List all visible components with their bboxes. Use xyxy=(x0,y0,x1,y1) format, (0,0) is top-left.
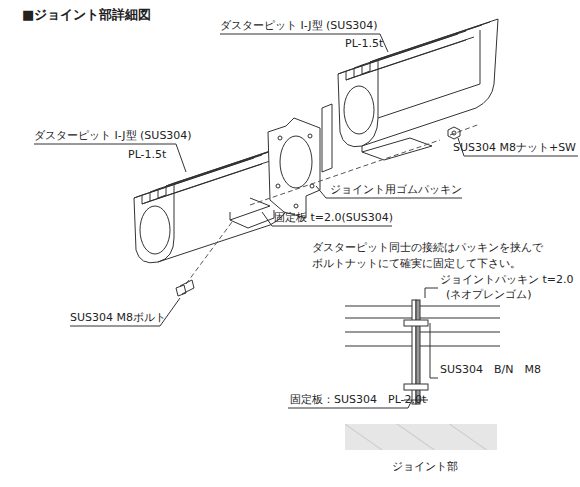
section-caption: ジョイント部 xyxy=(392,460,458,474)
joint-section xyxy=(288,288,500,408)
drawing-title: ■ジョイント部詳細図 xyxy=(22,8,151,22)
part-name: ジョイントパッキン t=2.0 xyxy=(440,273,574,287)
part-name: SUS304 B/N M8 xyxy=(440,363,541,377)
part-name: ジョイント用ゴムパッキン xyxy=(330,183,462,197)
part-name: ダスターピット I-J型 (SUS304) xyxy=(34,129,192,143)
part-name: 固定板 t=2.0(SUS304) xyxy=(274,211,393,225)
assembly-note: ダスターピット同士の接続はパッキンを挟んで ボルトナットにて確実に固定して下さい… xyxy=(312,240,543,272)
material-spec: PL-1.5t xyxy=(345,37,383,51)
m8-bolt xyxy=(176,280,194,296)
m8-nut xyxy=(448,127,460,139)
part-name: SUS304 M8ナット+SW xyxy=(453,141,576,155)
rubber-gasket xyxy=(268,118,320,218)
material-spec: (ネオプレンゴム) xyxy=(446,288,532,302)
leader-line xyxy=(34,34,578,326)
ground xyxy=(345,424,497,450)
part-name: 固定板：SUS304 PL-2.0t xyxy=(290,393,426,407)
dust-pit-right xyxy=(338,19,498,160)
part-name: SUS304 M8ボルト xyxy=(70,311,166,325)
ground-hatch xyxy=(345,424,497,450)
fixing-plate xyxy=(322,104,332,172)
part-name: ダスターピット I-J型 (SUS304) xyxy=(220,19,378,33)
material-spec: PL-1.5t xyxy=(128,148,166,162)
